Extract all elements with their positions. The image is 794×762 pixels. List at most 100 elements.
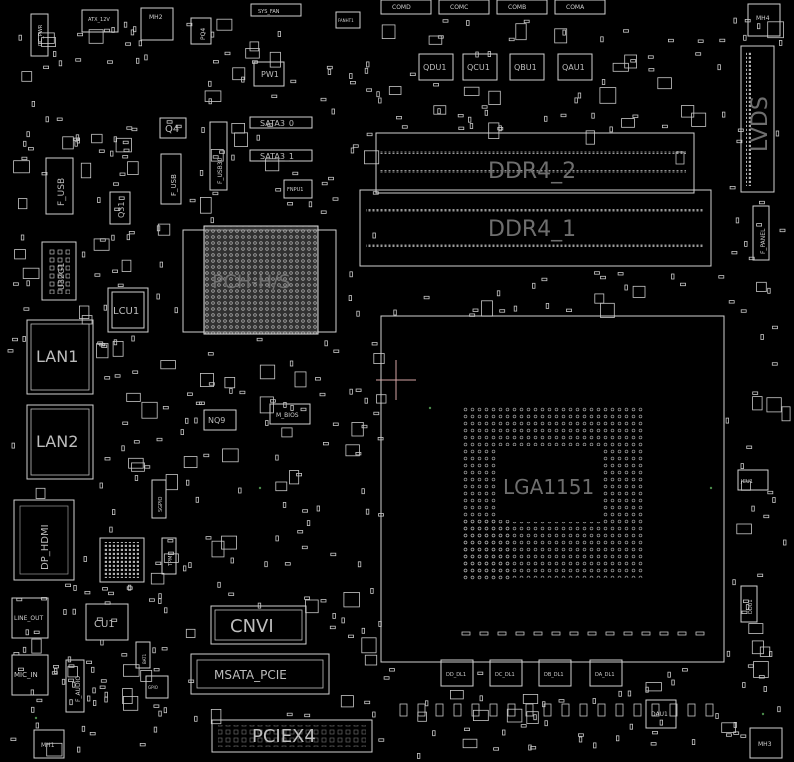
mh4-label: MH4 [756, 15, 770, 22]
cnvi-label: CNVI [230, 616, 274, 637]
lga1151-label: LGA1151 [503, 475, 594, 499]
q31-label: Q31 [117, 202, 126, 218]
ddu1-part [740, 585, 758, 623]
dp-hdmi-label: DP_HDMI [40, 524, 51, 570]
lcu1-label: LCU1 [113, 306, 139, 317]
f-audio-header [65, 659, 85, 713]
cu1-part [85, 603, 129, 641]
lvds-label: LVDS [748, 96, 773, 152]
dc-pwr-label: DC_PWR [38, 24, 44, 46]
pciex4-label: PCIEX4 [252, 726, 316, 747]
pw1-part [253, 61, 285, 87]
f-usb30-label: F_USB30 [217, 157, 224, 184]
pciex4-slot [211, 719, 373, 753]
f-usb-b-label: F_USB [170, 174, 178, 196]
ddr4-2-label: DDR4_2 [488, 159, 576, 184]
sata3-0-connector [249, 116, 313, 129]
coma-label: COMA [566, 4, 585, 11]
f-panel-label: F_PANEL [760, 228, 767, 254]
comd-label: COMD [392, 4, 411, 11]
gpio-label: GPIO [148, 685, 158, 690]
u32g1-label: U32G1 [57, 263, 66, 290]
gpio-part [145, 675, 169, 699]
mh1-hole [33, 729, 65, 759]
sys-fan-label: SYS_FAN [258, 9, 280, 15]
lan2-label: LAN2 [36, 432, 78, 451]
q31-part [109, 191, 131, 225]
pw1-label: PW1 [261, 70, 279, 79]
f-usb-header-b [160, 153, 182, 205]
line-out-jack [11, 597, 49, 639]
m-bios-label: M_BIOS [276, 412, 299, 419]
bat-part [135, 641, 151, 669]
m-bios-chip [269, 403, 311, 425]
f-usb-label: F_USB [57, 178, 67, 206]
sata3-0-label: SATA3_0 [260, 119, 294, 128]
lan2-port: LAN2 [26, 404, 94, 480]
jcu1-label: JCU1 [740, 479, 753, 485]
lcu1-part [107, 287, 149, 333]
db-dl1-label: DB_DL1 [544, 672, 564, 678]
dl-parts: DD_DL1 DC_DL1 DB_DL1 DA_DL1 [440, 659, 623, 687]
f-usb-header [45, 157, 74, 215]
top-edge-parts: DC_PWR ATX_12V MH2 PQ4 SYS_FAN FANHT1 CO… [30, 0, 781, 57]
dp-hdmi-port [13, 499, 75, 581]
qcu1-label: QCU1 [467, 63, 490, 72]
ddr4-2-slot: DDR4_2 [375, 132, 695, 194]
nq9-part [203, 409, 237, 431]
mh1-label: MH1 [41, 742, 55, 749]
msata-pcie-label: MSATA_PCIE [214, 668, 287, 682]
q4-label: Q4 [165, 124, 179, 135]
bat-label: BAT1 [142, 653, 147, 664]
da-dl1-label: DA_DL1 [595, 672, 615, 678]
line-out-label: LINE_OUT [14, 615, 44, 622]
msata-pcie-slot [190, 653, 330, 695]
nq9-label: NQ9 [208, 416, 225, 425]
tpm-header [161, 537, 177, 575]
lan1-label: LAN1 [36, 347, 78, 366]
ddr4-1-label: DDR4_1 [488, 217, 576, 242]
f-usb30-header [209, 121, 228, 191]
jcu1-part [737, 469, 769, 491]
lan1-port: LAN1 [26, 319, 94, 395]
ddu1-label: DDU1 [748, 599, 754, 614]
mh2-label: MH2 [149, 14, 163, 21]
mh3-hole [749, 727, 783, 759]
atx-12v-label: ATX_12V [88, 17, 110, 23]
fnpu1-part [283, 179, 313, 199]
tpm-label: TPM [168, 556, 174, 567]
sgpio-header [151, 479, 167, 519]
mh3-label: MH3 [758, 741, 772, 748]
sgpio-label: SGPIO [158, 496, 164, 512]
dd-dl1-label: DD_DL1 [446, 672, 466, 678]
qdu1-label: QDU1 [423, 63, 446, 72]
cnvi-slot [210, 605, 307, 645]
mic-in-label: MIC_IN [14, 671, 38, 679]
u32g1-connector [41, 241, 77, 301]
small-components [7, 17, 791, 759]
q4-part [159, 117, 187, 139]
ddr4-1-slot: DDR4_1 [359, 189, 712, 267]
sata3-1-connector [249, 149, 313, 162]
f-audio-label: F_AUDIO [75, 676, 82, 702]
mic-in-jack [11, 654, 49, 696]
lga1151-socket: LGA1151 [376, 315, 725, 663]
dau1-part [645, 699, 677, 729]
qbu1-label: QBU1 [514, 63, 537, 72]
comc-label: COMC [450, 4, 468, 11]
cu1-label: CU1 [94, 619, 115, 630]
mosfet-row: QDU1 QCU1 QBU1 QAU1 [418, 53, 593, 81]
audio-codec [99, 537, 145, 583]
lvds-connector: LVDS [740, 45, 775, 193]
fnpu1-label: FNPU1 [287, 187, 303, 193]
dc-dl1-label: DC_DL1 [495, 672, 515, 678]
comb-label: COMB [508, 4, 526, 11]
pq4-label: PQ4 [200, 28, 207, 40]
qau1-label: QAU1 [562, 63, 585, 72]
dau1-label: DAU1 [651, 711, 668, 718]
pch-chip: PCH-H/S [182, 225, 337, 335]
fan-hint-label: FANHT1 [338, 18, 354, 23]
f-panel-header [752, 205, 770, 261]
pch-label: PCH-H/S [212, 271, 291, 293]
